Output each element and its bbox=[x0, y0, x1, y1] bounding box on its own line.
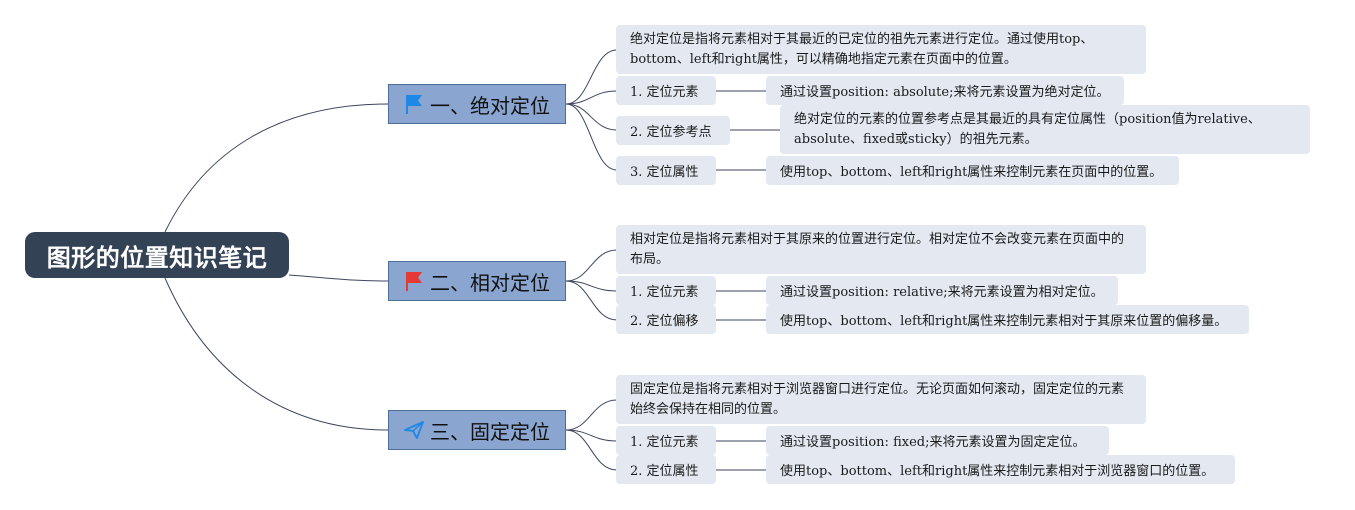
branch-1-item-1-detail[interactable]: 通过设置position: absolute;来将元素设置为绝对定位。 bbox=[766, 76, 1124, 105]
branch-3-item-2-detail[interactable]: 使用top、bottom、left和right属性来控制元素相对于浏览器窗口的位… bbox=[766, 455, 1235, 484]
connector-b3-item2 bbox=[565, 429, 618, 471]
paper-plane-icon bbox=[404, 420, 424, 440]
branch-2-item-1-detail[interactable]: 通过设置position: relative;来将元素设置为相对定位。 bbox=[766, 276, 1118, 305]
branch-3-description[interactable]: 固定定位是指将元素相对于浏览器窗口进行定位。无论页面如何滚动，固定定位的元素始终… bbox=[616, 375, 1146, 424]
branch-title: 一、绝对定位 bbox=[430, 93, 550, 118]
root-title: 图形的位置知识笔记 bbox=[46, 243, 268, 272]
branch-2-item-2-detail[interactable]: 使用top、bottom、left和right属性来控制元素相对于其原来位置的偏… bbox=[766, 305, 1249, 334]
branch-3-item-1-label[interactable]: 1. 定位元素 bbox=[616, 426, 716, 455]
red-flag-icon bbox=[404, 270, 424, 292]
branch-1-item-2-label[interactable]: 2. 定位参考点 bbox=[616, 116, 730, 145]
branch-1-item-2-detail[interactable]: 绝对定位的元素的位置参考点是其最近的具有定位属性（position值为relat… bbox=[780, 105, 1310, 154]
blue-flag-icon bbox=[404, 93, 424, 115]
branch-2-description[interactable]: 相对定位是指将元素相对于其原来的位置进行定位。相对定位不会改变元素在页面中的布局… bbox=[616, 225, 1146, 274]
branch-3-item-1-detail[interactable]: 通过设置position: fixed;来将元素设置为固定定位。 bbox=[766, 426, 1109, 455]
connector-b2-item2 bbox=[565, 280, 618, 321]
branch-fixed-positioning[interactable]: 三、固定定位 bbox=[388, 410, 566, 450]
branch-relative-positioning[interactable]: 二、相对定位 bbox=[388, 261, 566, 301]
branch-title: 二、相对定位 bbox=[430, 270, 550, 295]
root-topic[interactable]: 图形的位置知识笔记 bbox=[25, 232, 289, 278]
branch-absolute-positioning[interactable]: 一、绝对定位 bbox=[388, 84, 566, 124]
connector-b3-desc bbox=[565, 399, 618, 431]
branch-1-item-1-label[interactable]: 1. 定位元素 bbox=[616, 76, 716, 105]
connector-root-branch-2 bbox=[288, 274, 389, 282]
branch-2-item-2-label[interactable]: 2. 定位偏移 bbox=[616, 305, 716, 334]
branch-1-item-3-label[interactable]: 3. 定位属性 bbox=[616, 156, 716, 185]
connector-b1-item2 bbox=[565, 103, 618, 131]
connector-root-branch-1 bbox=[164, 103, 389, 233]
connector-b1-desc bbox=[565, 49, 618, 105]
connector-root-branch-3 bbox=[164, 277, 389, 431]
branch-2-item-1-label[interactable]: 1. 定位元素 bbox=[616, 276, 716, 305]
connector-b1-item1 bbox=[565, 90, 618, 105]
branch-3-item-2-label[interactable]: 2. 定位属性 bbox=[616, 455, 716, 484]
branch-1-description[interactable]: 绝对定位是指将元素相对于其最近的已定位的祖先元素进行定位。通过使用top、bot… bbox=[616, 25, 1146, 74]
connector-b1-item3 bbox=[565, 103, 618, 171]
connector-b2-desc bbox=[565, 249, 618, 282]
branch-1-item-3-detail[interactable]: 使用top、bottom、left和right属性来控制元素在页面中的位置。 bbox=[766, 156, 1179, 185]
branch-title: 三、固定定位 bbox=[430, 419, 550, 444]
